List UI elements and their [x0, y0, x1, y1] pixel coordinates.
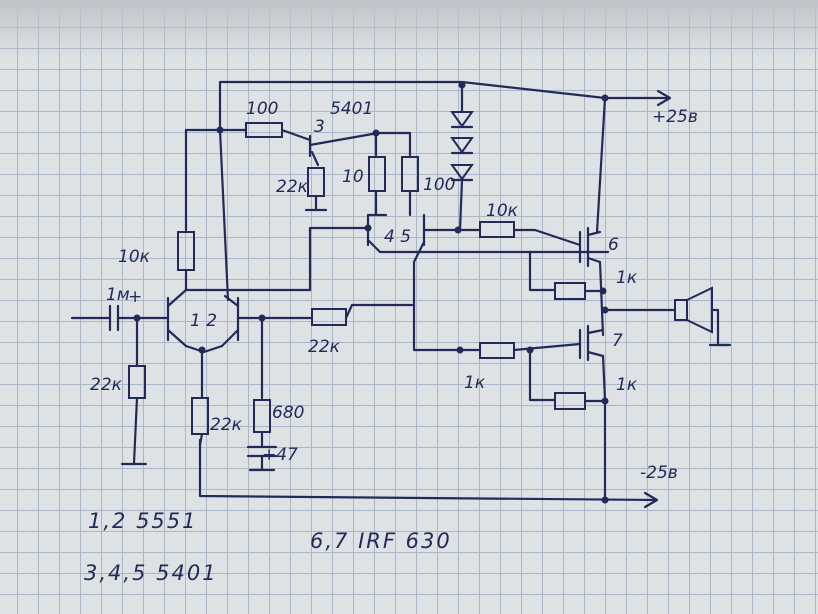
label-cap-47: +47	[262, 445, 298, 465]
label-r10k-left: 10к	[118, 247, 151, 267]
label-r680: 680	[272, 403, 304, 423]
label-r1k-top: 1к	[616, 268, 638, 288]
label-r22k-q3: 22к	[276, 177, 309, 197]
label-r100-top: 100	[246, 99, 278, 119]
label-r10: 10	[342, 167, 364, 187]
note-transistors-3-4-5: 3,4,5 5401	[84, 561, 218, 585]
paper-shadow	[0, 0, 818, 60]
label-q4-q5: 4 5	[384, 227, 411, 247]
label-q6: 6	[608, 235, 619, 255]
label-cap-plus: +	[128, 287, 142, 307]
output-stage	[456, 226, 677, 410]
input-stage	[70, 288, 414, 472]
label-q7: 7	[612, 331, 623, 351]
note-transistors-1-2: 1,2 5551	[88, 509, 198, 533]
label-q1-q2: 1 2	[190, 311, 217, 331]
note-mosfets-6-7: 6,7 IRF 630	[310, 529, 452, 553]
label-r100-b: 100	[423, 175, 455, 195]
label-minus-25v: -25в	[640, 463, 678, 483]
label-r22k-fb: 22к	[308, 337, 341, 357]
speaker-icon	[674, 286, 732, 347]
label-r22k-in: 22к	[90, 375, 123, 395]
resistor-10k-left	[177, 231, 195, 271]
bias-network	[177, 122, 312, 302]
transistor-q3	[304, 131, 380, 212]
label-r10k-right: 10к	[486, 201, 519, 221]
label-cap-1m: 1м	[106, 285, 130, 305]
label-plus-25v: +25в	[652, 107, 698, 127]
diode-string	[450, 83, 474, 232]
label-q3-type: 5401	[330, 99, 373, 119]
label-r1k-mid: 1к	[464, 373, 486, 393]
component-labels: +25в -25в 100 5401 3 22к 10 100 4 5 10к …	[90, 99, 698, 483]
label-q3-number: 3	[314, 117, 325, 137]
label-r1k-bot: 1к	[616, 375, 638, 395]
negative-rail	[198, 96, 659, 509]
part-notes: 1,2 5551 3,4,5 5401 6,7 IRF 630	[84, 509, 452, 585]
label-r22k-tail: 22к	[210, 415, 243, 435]
current-mirror	[308, 129, 610, 352]
resistor-100-top	[245, 122, 283, 138]
